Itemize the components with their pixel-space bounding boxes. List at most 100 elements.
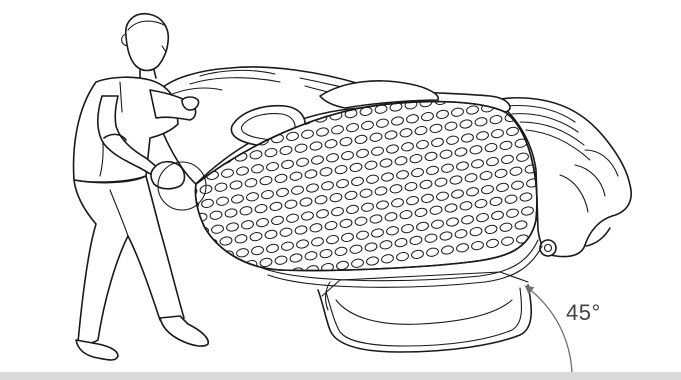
- seat-pattern-loop: [251, 245, 264, 256]
- seat-pattern-loop: [156, 205, 169, 215]
- seat-pattern-loop: [386, 144, 399, 154]
- seat-pattern-loop: [456, 161, 469, 171]
- seat-pattern-loop: [379, 158, 393, 168]
- seat-pattern-loop: [236, 166, 249, 176]
- seat-pattern-loop: [179, 214, 192, 224]
- seat-pattern-loop: [266, 161, 279, 172]
- seat-pattern-loop: [436, 191, 449, 201]
- seat-pattern-loop: [446, 135, 459, 145]
- seat-pattern-loop: [321, 181, 334, 191]
- seat-pattern-loop: [524, 164, 537, 174]
- seat-pattern-loop: [416, 221, 429, 232]
- seat-pattern-loop: [396, 170, 409, 180]
- seat-pattern-loop: [501, 72, 514, 82]
- seat-pattern-loop: [256, 217, 269, 228]
- seat-pattern-loop: [214, 182, 228, 192]
- seat-pattern-loop: [279, 227, 293, 237]
- seat-pattern-loop: [381, 254, 394, 264]
- seat-pattern-loop: [501, 154, 514, 165]
- seat-pattern-loop: [271, 215, 284, 226]
- seat-pattern-loop: [466, 105, 479, 115]
- seat-pattern-loop: [316, 127, 329, 137]
- seat-pattern-loop: [349, 162, 363, 173]
- seat-pattern-loop: [195, 254, 204, 265]
- seat-pattern-loop: [504, 194, 518, 204]
- seat-cover: [156, 54, 559, 288]
- seat-pattern-loop: [169, 189, 182, 199]
- seat-pattern-loop: [324, 220, 338, 231]
- seat-pattern-loop: [374, 186, 388, 196]
- seat-pattern-loop: [299, 197, 313, 207]
- seat-pattern-loop: [439, 231, 453, 241]
- seat-pattern-loop: [279, 145, 293, 156]
- seat-pattern-loop: [259, 257, 273, 268]
- seat-pattern-loop: [224, 208, 238, 218]
- seat-pattern-loop: [421, 193, 434, 204]
- seat-pattern-loop: [431, 137, 444, 148]
- seat-pattern-loop: [411, 167, 424, 178]
- seat-pattern-loop: [384, 130, 398, 140]
- seat-pattern-loop: [356, 230, 369, 240]
- seat-pattern-loop: [364, 160, 378, 170]
- seat-pattern-loop: [484, 142, 498, 153]
- seat-pattern-loop: [301, 211, 314, 221]
- seat-pattern-loop: [309, 141, 323, 151]
- seat-pattern-loop: [414, 207, 428, 218]
- seat-pattern-loop: [461, 133, 474, 143]
- seat-pattern-loop: [406, 195, 419, 206]
- seat-pattern-loop: [219, 236, 233, 246]
- seat-pattern-loop: [451, 107, 464, 117]
- seat-pattern-loop: [334, 164, 348, 175]
- seat-pattern-loop: [419, 179, 433, 190]
- seat-pattern-loop: [394, 237, 408, 248]
- seat-pattern-loop: [464, 173, 478, 183]
- seat-pattern-loop: [361, 202, 374, 212]
- seat-pattern-loop: [456, 243, 469, 253]
- seat-pattern-loop: [341, 232, 354, 243]
- seat-pattern-loop: [514, 220, 528, 230]
- seat-pattern-loop: [529, 54, 542, 64]
- seat-pattern-loop: [309, 223, 323, 233]
- seat-pattern-loop: [409, 72, 422, 82]
- seat-pattern-loop: [214, 264, 228, 271]
- seat-pattern-loop: [369, 132, 383, 142]
- seat-pattern-loop: [246, 273, 259, 283]
- seat-pattern-loop: [546, 66, 559, 76]
- seat-pattern-loop: [206, 252, 219, 262]
- seat-pattern-loop: [174, 242, 187, 252]
- seat-pattern-loop: [376, 200, 389, 210]
- seat-pattern-loop: [406, 114, 419, 124]
- seat-pattern-loop: [289, 171, 303, 181]
- seat-pattern-loop: [326, 153, 339, 163]
- seat-pattern-loop: [304, 169, 318, 179]
- seat-pattern-loop: [499, 222, 513, 232]
- seat-pattern-loop: [264, 147, 278, 158]
- seat-pattern-loop: [354, 216, 368, 226]
- seat-pattern-loop: [471, 240, 484, 251]
- seat-pattern-loop: [199, 184, 213, 195]
- seat-pattern-loop: [229, 262, 243, 271]
- seat-pattern-loop: [409, 235, 423, 246]
- seat-pattern-loop: [474, 198, 488, 209]
- seat-pattern-loop: [316, 209, 329, 219]
- seat-pattern-loop: [296, 239, 309, 249]
- seat-pattern-loop: [311, 237, 324, 247]
- seat-pattern-loop: [209, 210, 223, 220]
- seat-pattern-loop: [339, 218, 353, 229]
- angle-label: 45°: [566, 300, 601, 325]
- seat-pattern-loop: [426, 247, 439, 257]
- seat-pattern-loop: [306, 265, 319, 271]
- seat-pattern-loop: [469, 145, 483, 155]
- seat-pattern-loop: [401, 223, 414, 234]
- seat-pattern-loop: [496, 182, 509, 193]
- seat-pattern-loop: [296, 157, 309, 167]
- massage-chair: [154, 54, 632, 353]
- seat-pattern-loop: [359, 188, 373, 198]
- seat-pattern-loop: [234, 234, 248, 244]
- seat-pattern-loop: [354, 134, 368, 145]
- seat-pattern-loop: [454, 229, 468, 239]
- seat-pattern-loop: [366, 256, 379, 266]
- seat-pattern-loop: [351, 258, 364, 268]
- seat-pattern-loop: [444, 203, 458, 213]
- seat-pattern-loop: [204, 238, 218, 248]
